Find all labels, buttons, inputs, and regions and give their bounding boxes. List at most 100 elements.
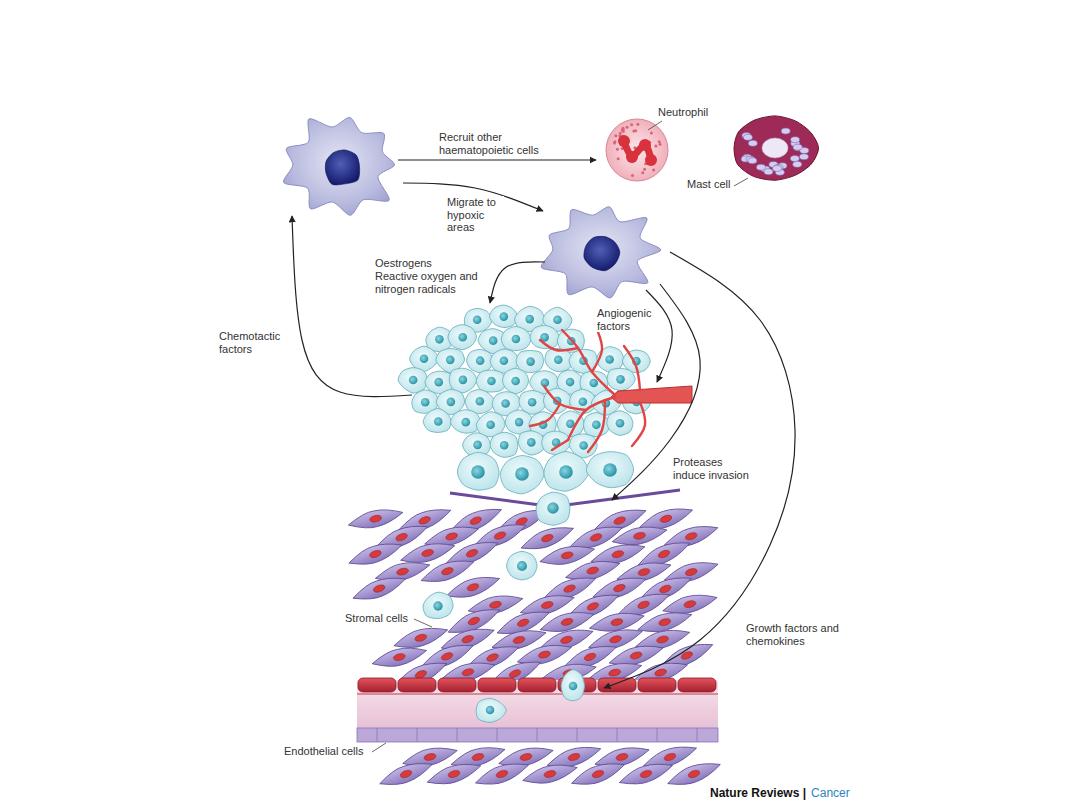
mast-cell [734, 116, 818, 180]
leader-line [414, 619, 432, 627]
tumour-cell [449, 368, 476, 393]
tumour-cell-nucleus [527, 438, 536, 447]
neutrophil-granule [643, 168, 646, 171]
vessel-wall [357, 728, 718, 742]
tumour-cell-nucleus [461, 418, 470, 427]
tumour-cell-nucleus [511, 377, 520, 386]
tumour-vessel-branch [530, 404, 560, 426]
vessel-wall-joint [617, 728, 618, 742]
stromal-cell-nucleus [399, 769, 412, 779]
stromal-cell-nucleus [567, 752, 580, 762]
flow-arrow [646, 290, 672, 382]
tumour-vessel-branch [544, 386, 586, 410]
stromal-cell [347, 505, 405, 533]
tumour-cell-nucleus [547, 502, 559, 514]
tumour-cell-nucleus [589, 379, 598, 388]
tumour-cell [518, 431, 545, 455]
stromal-cell-nucleus [493, 530, 507, 540]
vessel-wall-joint [657, 728, 658, 742]
stromal-cell-nucleus [683, 600, 696, 609]
neutrophil-granule [658, 140, 661, 143]
tumour-cell-nucleus [473, 315, 482, 324]
stromal-cell-nucleus [613, 583, 626, 593]
neutrophil-granule [654, 145, 657, 148]
stromal-cell [473, 757, 531, 790]
tumour-cell [502, 368, 528, 394]
tumour-cell-nucleus [569, 682, 578, 691]
stromal-cell-nucleus [658, 617, 671, 626]
tumour-cell [544, 452, 589, 492]
mast-cell-granule [743, 134, 752, 140]
stromal-cell [569, 757, 627, 791]
tumour-vessel-branch [562, 330, 615, 395]
stromal-cell [521, 760, 579, 789]
vessel-wall-joint [457, 728, 458, 742]
tumour-cell [500, 456, 544, 494]
vessel-wall-joint [577, 728, 578, 742]
stromal-cell-nucleus [613, 515, 626, 525]
tumour-cell-nucleus [616, 419, 625, 428]
stromal-cell-nucleus [461, 634, 474, 644]
stromal-cell [617, 758, 675, 791]
stromal-cell-nucleus [440, 651, 454, 661]
stromal-cell-nucleus [583, 652, 596, 662]
tumour-cell [467, 349, 493, 372]
flow-arrow [398, 159, 596, 160]
factor-label: Growth factors and chemokines [745, 622, 847, 647]
neutrophil-lobe [645, 154, 657, 166]
tumour-cell-nucleus [486, 420, 495, 429]
stromal-cell-nucleus [393, 653, 406, 662]
neutrophil-granule [630, 123, 633, 126]
credit-label: Nature Reviews | [709, 787, 807, 801]
stromal-cell-nucleus [508, 668, 522, 679]
tumour-cell-nucleus [420, 354, 429, 363]
stromal-cell-nucleus [586, 601, 600, 612]
tumour-cell-nucleus [605, 355, 614, 364]
stromal-cell-nucleus [659, 584, 673, 595]
stromal-cell-nucleus [685, 567, 698, 577]
tumour-cell-nucleus [515, 418, 524, 427]
stromal-cell-nucleus [541, 600, 554, 609]
endothelial-cell [718, 678, 719, 692]
tumour-cell-nucleus [446, 356, 455, 365]
tumour-cell-nucleus [421, 398, 430, 407]
tumour-cell-nucleus [579, 441, 588, 450]
cell-label: Stromal cells [344, 612, 409, 625]
stromal-cell-nucleus [637, 567, 650, 576]
neutrophil-granule [625, 126, 628, 129]
endothelial-cell [518, 678, 556, 692]
tumour-cell-nucleus [559, 465, 573, 479]
tumour-cell-nucleus [501, 399, 510, 408]
tumour-cell-nucleus [458, 333, 467, 342]
tumour-vessel-branch [540, 340, 578, 350]
tumour-cell-nucleus [476, 397, 485, 406]
stromal-cell-nucleus [467, 616, 481, 627]
tumour-cell [607, 411, 633, 436]
tumour-cell-nucleus [499, 312, 508, 321]
tumour-cell-nucleus [517, 561, 527, 571]
tumour-vessel-branch [632, 402, 645, 446]
stromal-cell-nucleus [608, 668, 621, 677]
tumour-cell [536, 492, 570, 525]
mast-cell-granule [748, 140, 757, 146]
stromal-cell-nucleus [447, 769, 460, 779]
stromal-cell-nucleus [538, 650, 551, 659]
vessel-lining [357, 693, 718, 694]
stromal-cell-nucleus [611, 550, 624, 559]
neutrophil-lobe [639, 139, 651, 151]
stromal-cell-nucleus [495, 769, 508, 779]
tumour-cell [423, 408, 451, 432]
stromal-cell-nucleus [654, 668, 667, 677]
stromal-cell-nucleus [396, 567, 409, 576]
vessel-wall-joint [377, 728, 378, 742]
neutrophil-granule [619, 132, 622, 135]
stromal-cell-nucleus [663, 752, 676, 762]
stromal-cell-nucleus [372, 583, 385, 593]
mast-cell-granule [773, 165, 782, 171]
neutrophil-granule [636, 123, 639, 126]
neutrophil-lobe [618, 135, 630, 147]
tumour-cell-nucleus [500, 356, 509, 365]
stromal-cell-body [569, 757, 627, 791]
tumour-vessel-branch [568, 397, 615, 440]
